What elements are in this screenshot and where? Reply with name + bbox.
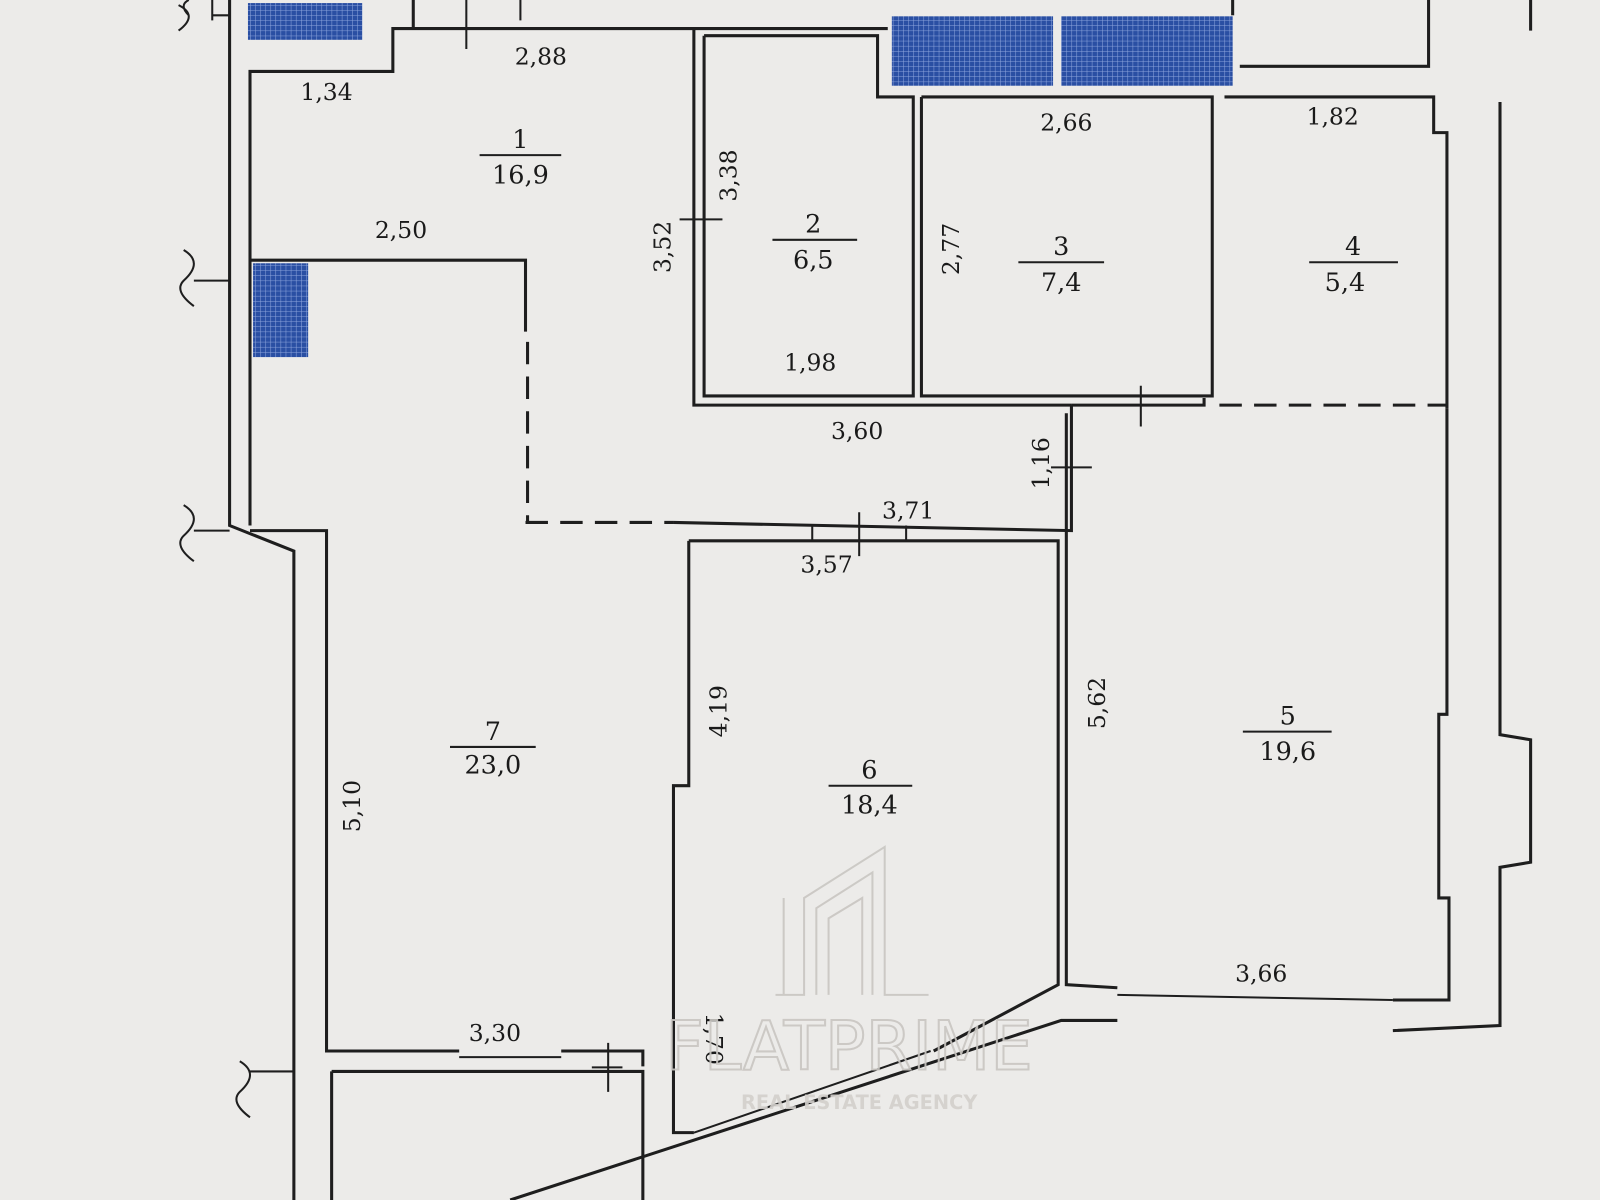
radiator — [247, 3, 363, 40]
dimension-label: 1,70 — [700, 1013, 728, 1065]
room-6: 6 18,4 — [828, 756, 913, 820]
room-area: 6,5 — [793, 245, 834, 275]
room-number: 4 — [1345, 232, 1361, 262]
room-number: 3 — [1053, 232, 1069, 262]
dimension-label: 1,98 — [784, 348, 836, 376]
dimension-label: 2,88 — [515, 42, 567, 70]
dimension-label: 3,30 — [469, 1019, 521, 1047]
dimension-label: 3,52 — [648, 221, 676, 273]
door-markers — [465, 0, 1142, 1092]
wall-break-symbols — [177, 0, 294, 1119]
room-area: 5,4 — [1325, 268, 1366, 298]
radiator — [891, 16, 1054, 86]
room-7: 7 23,0 — [450, 717, 536, 780]
room-area: 7,4 — [1041, 268, 1082, 298]
dimension-label: 1,34 — [300, 78, 352, 106]
room-number: 7 — [485, 717, 501, 747]
room-area: 19,6 — [1259, 737, 1316, 767]
room-5: 5 19,6 — [1242, 701, 1332, 767]
room-3: 3 7,4 — [1018, 232, 1105, 298]
dimension-label: 5,10 — [338, 780, 366, 832]
radiator — [253, 263, 309, 358]
dimensions: 2,88 1,34 3,38 3,52 2,50 2,66 1,82 2,77 … — [300, 42, 1358, 1065]
radiator — [1061, 16, 1233, 86]
dimension-label: 5,62 — [1083, 677, 1111, 729]
room-labels: 1 16,9 2 6,5 3 7,4 4 5,4 5 19,6 6 18,4 — [450, 125, 1398, 820]
dimension-label: 3,66 — [1235, 960, 1287, 988]
walls — [211, 0, 1533, 1200]
room-number: 1 — [512, 125, 528, 155]
dimension-label: 2,77 — [937, 223, 965, 275]
dimension-label: 3,38 — [715, 149, 743, 201]
watermark-tagline: REAL ESTATE AGENCY — [741, 1091, 978, 1114]
room-area: 18,4 — [841, 790, 898, 820]
dimension-label: 1,82 — [1307, 102, 1359, 130]
room-number: 2 — [805, 210, 821, 240]
room-number: 6 — [861, 756, 877, 786]
dimension-label: 2,50 — [375, 216, 427, 244]
room-number: 5 — [1280, 701, 1296, 731]
watermark-logo-icon — [775, 845, 929, 996]
room-area: 16,9 — [492, 161, 549, 191]
dimension-label: 3,71 — [882, 496, 934, 524]
dimension-label: 3,57 — [800, 550, 852, 578]
watermark-brand: FLATPRIME — [665, 1006, 1033, 1085]
room-4: 4 5,4 — [1309, 232, 1398, 298]
room-area: 23,0 — [464, 750, 521, 780]
radiators — [247, 3, 1233, 358]
watermark: FLATPRIME REAL ESTATE AGENCY — [664, 845, 1034, 1114]
dimension-label: 1,16 — [1027, 437, 1055, 489]
room-1: 1 16,9 — [479, 125, 562, 191]
dimension-label: 4,19 — [705, 685, 733, 737]
dimension-label: 2,66 — [1040, 109, 1092, 137]
room-2: 2 6,5 — [772, 210, 858, 275]
dimension-label: 3,60 — [831, 417, 883, 445]
